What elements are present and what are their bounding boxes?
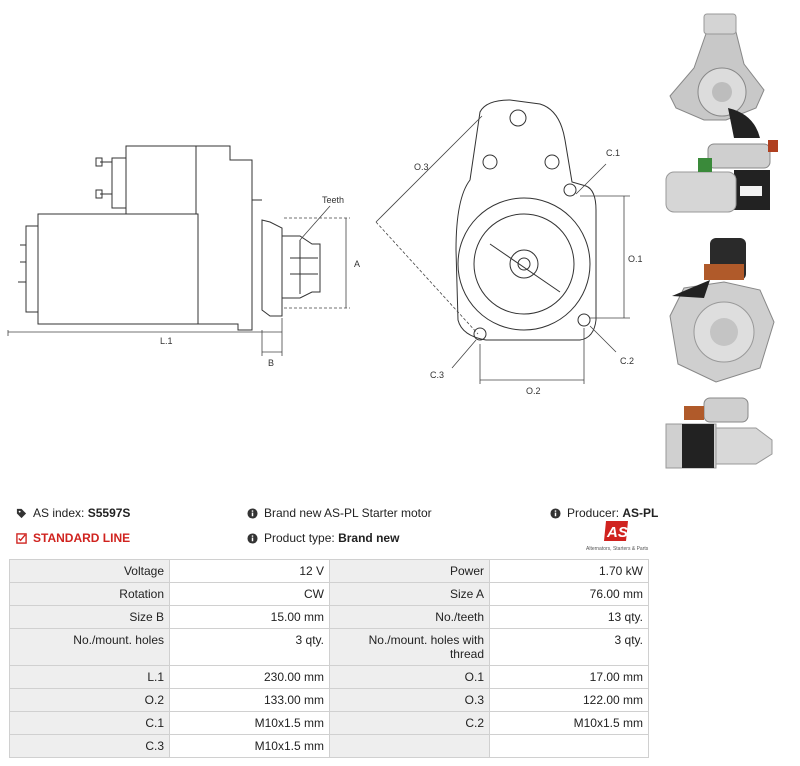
tag-icon (16, 508, 27, 518)
spec-value: 3 qty. (489, 628, 649, 666)
spec-key: Voltage (9, 559, 170, 583)
side-view-starter (18, 145, 321, 331)
label-o3: O.3 (414, 162, 429, 172)
product-photo-top[interactable] (664, 394, 782, 474)
spec-value: 133.00 mm (169, 688, 330, 712)
spec-value: 13 qty. (489, 605, 649, 629)
spec-key: L.1 (9, 665, 170, 689)
product-photo-rear[interactable] (664, 236, 782, 388)
svg-text:AS: AS (606, 524, 628, 541)
spec-key: O.1 (329, 665, 490, 689)
info-icon (550, 507, 561, 519)
spec-key: O.3 (329, 688, 490, 712)
standard-line: STANDARD LINE (16, 531, 130, 545)
spec-key: C.3 (9, 734, 170, 758)
label-b: B (268, 358, 274, 368)
as-index-value: S5597S (87, 506, 131, 520)
spec-value: 1.70 kW (489, 559, 649, 583)
front-view-starter (455, 99, 597, 341)
label-o2: O.2 (526, 386, 541, 396)
svg-text:Alternators, Starters & Parts: Alternators, Starters & Parts (586, 546, 649, 552)
spec-key: Power (329, 559, 490, 583)
spec-value: 3 qty. (169, 628, 330, 666)
label-l1: L.1 (160, 336, 173, 346)
spec-value: 76.00 mm (489, 582, 649, 606)
spec-key: No./mount. holes (9, 628, 170, 666)
spec-value (489, 734, 649, 758)
label-a: A (354, 259, 360, 269)
technical-drawing: Teeth A B L.1 O.1 O.2 O.3 C.1 C.2 C.3 (7, 99, 643, 396)
spec-key: Size B (9, 605, 170, 629)
spec-value: M10x1.5 mm (169, 711, 330, 735)
info-icon (247, 532, 258, 544)
product-photo-side[interactable] (664, 140, 782, 228)
as-pl-logo: AS Alternators, Starters & Parts (586, 521, 649, 552)
spec-value: M10x1.5 mm (169, 734, 330, 758)
spec-key: No./mount. holes with thread (329, 628, 490, 666)
label-c1: C.1 (606, 148, 620, 158)
product-type: Product type: Brand new (247, 531, 399, 545)
label-teeth: Teeth (322, 195, 344, 205)
spec-key: Rotation (9, 582, 170, 606)
spec-key: No./teeth (329, 605, 490, 629)
info-icon (247, 507, 258, 519)
spec-key: O.2 (9, 688, 170, 712)
as-index: AS index: S5597S (16, 506, 130, 520)
spec-value: M10x1.5 mm (489, 711, 649, 735)
checkbox-checked-icon (16, 532, 27, 544)
label-c2: C.2 (620, 356, 634, 366)
front-dimensions (375, 115, 630, 384)
spec-key: Size A (329, 582, 490, 606)
spec-value: 122.00 mm (489, 688, 649, 712)
label-c3: C.3 (430, 370, 444, 380)
spec-value: 12 V (169, 559, 330, 583)
spec-value: 230.00 mm (169, 665, 330, 689)
spec-key (329, 734, 490, 758)
spec-value: CW (169, 582, 330, 606)
spec-value: 15.00 mm (169, 605, 330, 629)
label-o1: O.1 (628, 254, 643, 264)
side-dimensions (7, 205, 350, 356)
product-photo-front[interactable] (664, 8, 768, 140)
producer: Producer: AS-PL (550, 506, 658, 520)
spec-key: C.2 (329, 711, 490, 735)
spec-value: 17.00 mm (489, 665, 649, 689)
spec-key: C.1 (9, 711, 170, 735)
product-description: Brand new AS-PL Starter motor (247, 506, 432, 520)
